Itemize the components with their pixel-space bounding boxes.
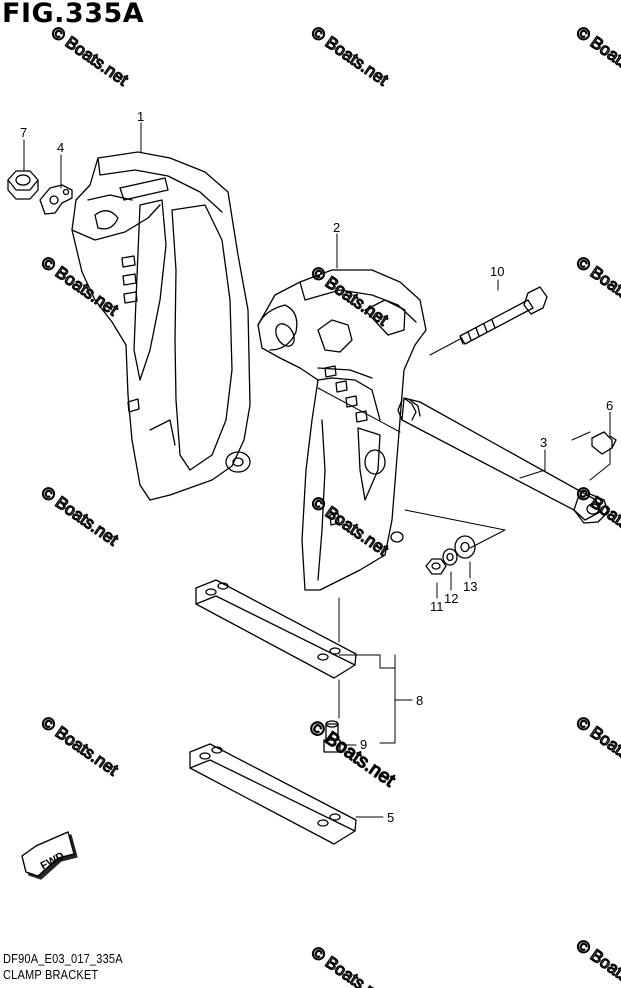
part-6-small-bolt: [591, 431, 617, 455]
callout-4: 4: [57, 140, 64, 155]
part-11-nut: [425, 558, 447, 575]
watermark-text: © Boats.net: [308, 23, 392, 90]
watermark-text: © Boats.net: [308, 943, 392, 988]
watermark-text: © Boats.net: [573, 713, 621, 780]
part-2-clamp-bracket-right: [257, 269, 427, 591]
watermark-text: © Boats.net: [305, 717, 399, 792]
callout-13: 13: [463, 579, 477, 594]
callout-8: 8: [416, 693, 423, 708]
callout-12: 12: [444, 591, 458, 606]
watermark-text: © Boats.net: [38, 713, 122, 780]
part-10-bolt: [459, 286, 548, 345]
callout-7: 7: [20, 125, 27, 140]
callout-2: 2: [333, 220, 340, 235]
watermark-text: © Boats.net: [38, 483, 122, 550]
fwd-arrow-icon: FWD: [21, 831, 78, 880]
part-9-screw: [323, 720, 341, 753]
watermark-text: © Boats.net: [573, 936, 621, 988]
callout-1: 1: [137, 109, 144, 124]
callout-3: 3: [540, 435, 547, 450]
figure-caption: CLAMP BRACKET: [3, 967, 99, 982]
part-8-plate-upper: [195, 579, 357, 679]
callout-5: 5: [387, 810, 394, 825]
leader-lines: [23, 122, 611, 818]
watermark-text: © Boats.net: [573, 253, 621, 320]
callout-numbers: 1 2 3 4 5 6 7 8 9 10 11 12 13: [20, 109, 613, 825]
part-13-washer: [454, 535, 476, 559]
callout-6: 6: [606, 398, 613, 413]
callout-9: 9: [360, 737, 367, 752]
figure-code: DF90A_E03_017_335A: [3, 951, 123, 966]
part-4-plate: [39, 184, 73, 215]
part-1-clamp-bracket-left: [71, 151, 251, 501]
callout-10: 10: [490, 264, 504, 279]
callout-11: 11: [430, 599, 444, 614]
watermark-text: © Boats.net: [573, 23, 621, 90]
watermarks: © Boats.net © Boats.net © Boats.net © Bo…: [37, 22, 621, 988]
figure-title: FIG.335A: [2, 0, 145, 29]
part-7-nut: [7, 170, 39, 200]
part-12-washer: [442, 548, 458, 566]
part-3-shaft: [397, 397, 609, 524]
watermark-text: © Boats.net: [48, 23, 132, 90]
part-5-plate-lower: [189, 743, 357, 845]
